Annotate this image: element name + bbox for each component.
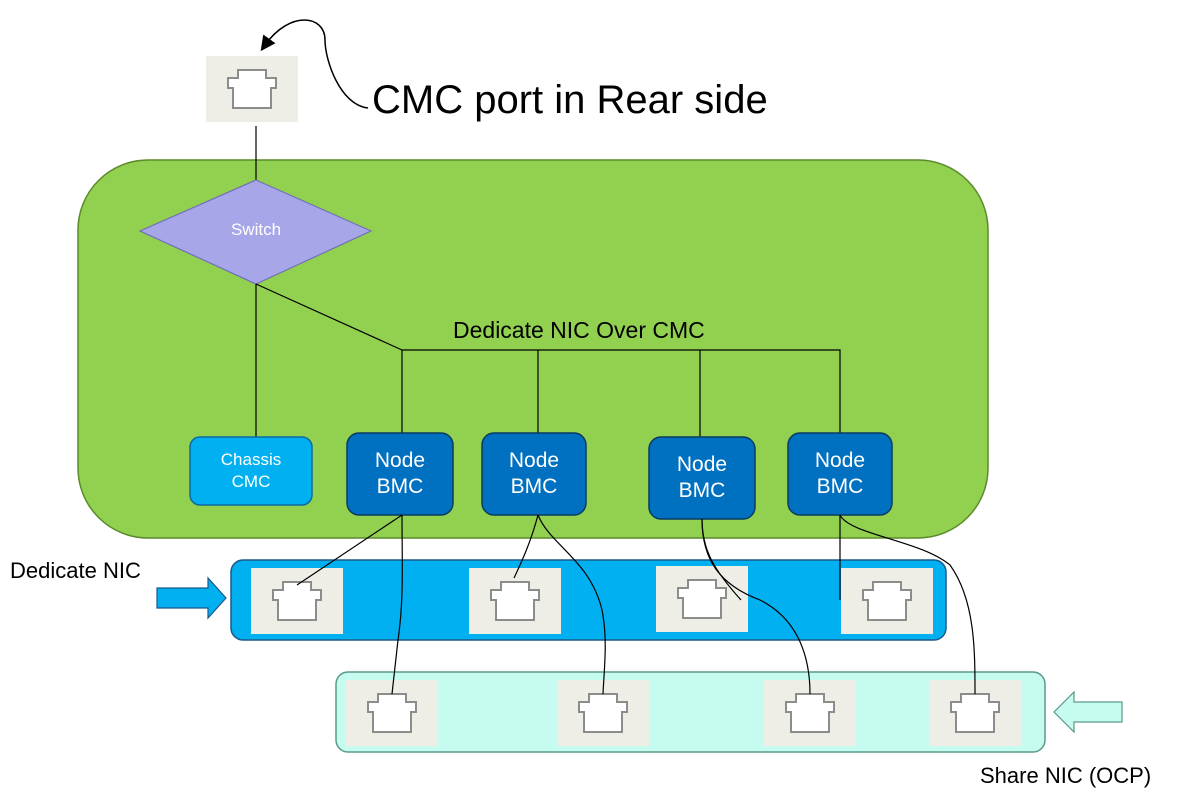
node-bmc-box [787,432,893,516]
node-link [296,514,403,586]
rj45-port-icon [840,567,934,635]
rj45-port-icon [655,565,749,633]
share-nic-label: Share NIC (OCP) [980,763,1152,788]
rear-cmc-port-icon [205,55,299,123]
node-bmc-box [346,432,454,516]
right-arrow-icon [156,576,227,620]
dedicate-nic-bus [401,349,841,437]
diagram-title: CMC port in Rear side [372,78,768,122]
node-link [513,514,539,579]
node-link [701,518,811,695]
node-link [537,514,606,695]
share-nic-bar [335,671,1046,753]
chassis-cmc-box [189,436,313,506]
dedicate-nic-label: Dedicate NIC [10,558,141,583]
rj45-port-icon [250,567,344,635]
left-arrow-icon [1053,690,1123,734]
node-link [839,514,976,695]
node-link [391,514,403,695]
node-bmc-box [481,432,587,516]
curved-arrow-icon [260,19,369,109]
bus-label: Dedicate NIC Over CMC [453,317,705,343]
node-bmc-box [648,436,756,520]
dedicate-nic-bar [230,559,947,641]
rj45-port-icon [468,567,562,635]
switch-to-bus-link [255,283,403,351]
